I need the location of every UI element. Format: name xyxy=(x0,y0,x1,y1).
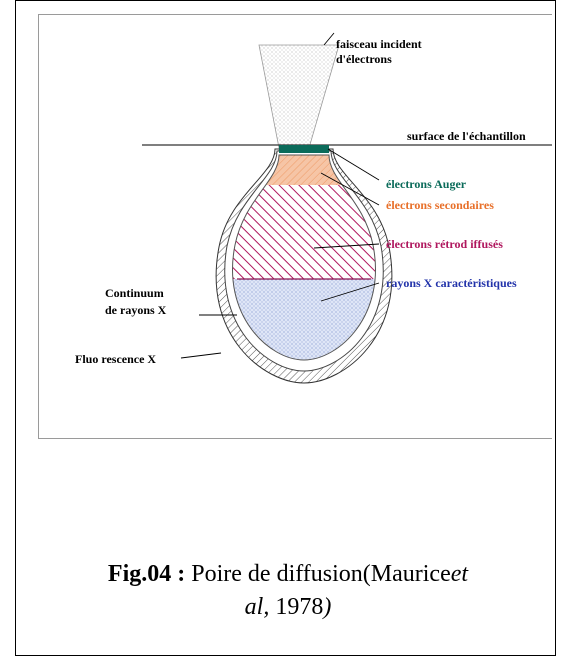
caption-text: Poire de diffusion(Maurice xyxy=(185,561,451,587)
label-backscattered: électrons rétrod iffusés xyxy=(386,237,503,251)
label-continuum-2: de rayons X xyxy=(105,303,167,317)
auger-layer xyxy=(279,145,329,153)
caption-year: 1978 xyxy=(269,594,323,620)
label-secondary: électrons secondaires xyxy=(386,198,494,212)
label-continuum-1: Continuum xyxy=(105,286,164,300)
label-sample-surface: surface de l'échantillon xyxy=(407,129,526,143)
label-incident-beam-2: d'électrons xyxy=(336,52,392,66)
caption-fig-label: Fig.04 : xyxy=(108,561,185,587)
caption-al: al, xyxy=(245,594,270,620)
label-fluorescence: Fluo rescence X xyxy=(75,352,156,366)
caption-closing: ) xyxy=(323,594,331,620)
incident-beam xyxy=(259,45,339,148)
diagram-figure: faisceau incident d'électrons surface de… xyxy=(38,14,552,439)
caption-et: et xyxy=(451,561,468,587)
label-xray-characteristic: rayons X caractéristiques xyxy=(386,276,517,290)
figure-caption: Fig.04 : Poire de diffusion(Mauriceet al… xyxy=(40,558,536,624)
label-auger: électrons Auger xyxy=(386,177,467,191)
interaction-volume-diagram: faisceau incident d'électrons surface de… xyxy=(39,15,552,439)
label-incident-beam-1: faisceau incident xyxy=(336,37,422,51)
